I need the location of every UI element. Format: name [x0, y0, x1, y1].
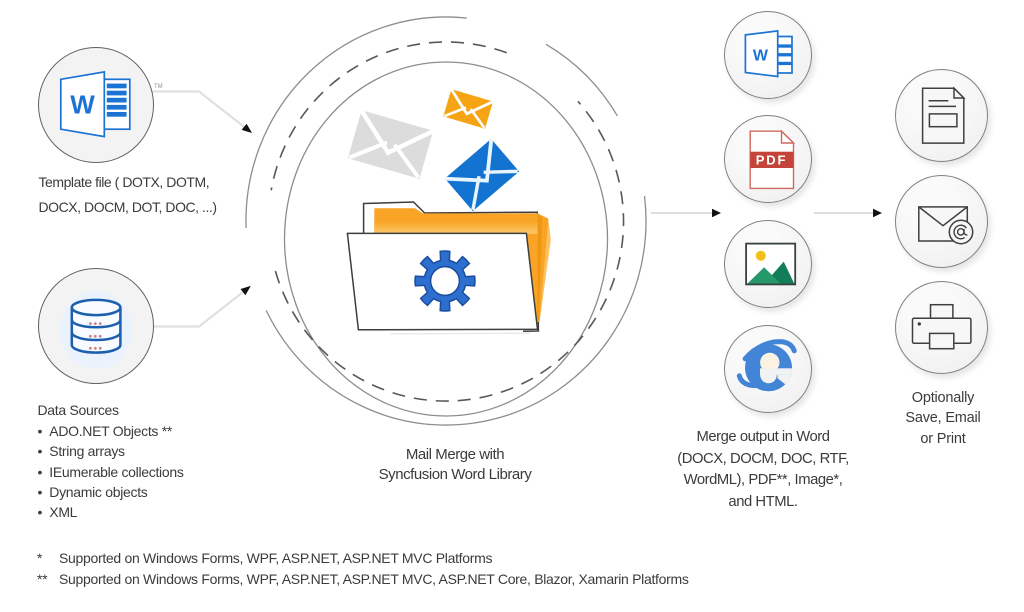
svg-text:W: W	[753, 48, 769, 65]
svg-text:PDF: PDF	[756, 152, 787, 167]
svg-text:W: W	[70, 90, 95, 120]
